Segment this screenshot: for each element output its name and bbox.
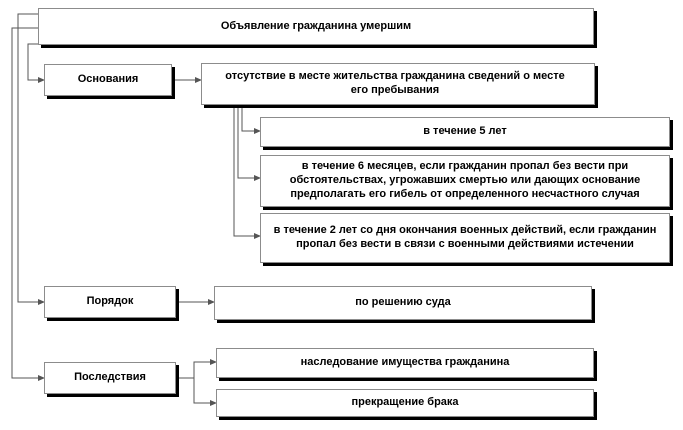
period-6-months-box: в течение 6 месяцев, если гражданин проп… — [260, 155, 670, 207]
consequence-marriage-text: прекращение брака — [351, 396, 459, 409]
period-5-years-box: в течение 5 лет — [260, 117, 670, 147]
basis-main-box: отсутствие в месте жительства гражданина… — [201, 63, 595, 105]
basis-label: Основания — [77, 73, 139, 86]
period-5-years-text: в течение 5 лет — [423, 125, 507, 138]
consequence-marriage-box: прекращение брака — [216, 389, 594, 417]
title-box: Объявление гражданина умершим — [38, 8, 594, 45]
consequences-label-box: Последствия — [44, 362, 176, 394]
procedure-value-box: по решению суда — [214, 286, 592, 320]
consequence-inheritance-box: наследование имущества гражданина — [216, 348, 594, 378]
consequences-label: Последствия — [74, 371, 146, 384]
consequence-inheritance-text: наследование имущества гражданина — [300, 356, 510, 369]
procedure-label: Порядок — [86, 295, 134, 308]
period-2-years-box: в течение 2 лет со дня окончания военных… — [260, 213, 670, 263]
period-2-years-text: в течение 2 лет со дня окончания военных… — [273, 224, 657, 250]
basis-label-box: Основания — [44, 64, 172, 96]
procedure-label-box: Порядок — [44, 286, 176, 318]
title-text: Объявление гражданина умершим — [220, 19, 412, 32]
procedure-value: по решению суда — [355, 296, 451, 309]
period-6-months-text: в течение 6 месяцев, если гражданин проп… — [289, 160, 641, 200]
basis-main-text: отсутствие в месте жительства гражданина… — [225, 70, 565, 96]
